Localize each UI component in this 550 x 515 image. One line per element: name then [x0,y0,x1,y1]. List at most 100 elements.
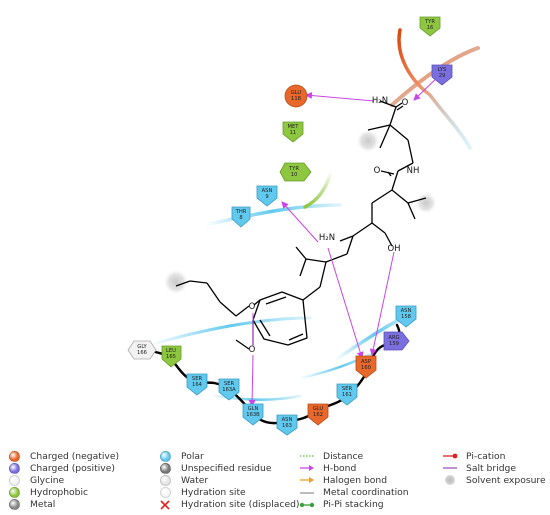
residue-thr8: THR 8 [231,206,251,228]
cross-icon [157,499,173,510]
ball-icon [157,462,173,474]
legend-item: Halogen bond [299,474,409,486]
residue-name: GLU [291,90,302,96]
legend-label: Hydration site [181,487,246,499]
ball-icon [6,474,22,486]
legend-label: Solvent exposure [466,474,546,486]
ball-icon [157,487,173,499]
legend-label: Pi-cation [466,450,506,462]
residue-name: TYR [288,166,299,172]
legend-item: Hydrophobic [6,487,119,499]
residue-name: ASN [401,308,412,314]
dumbbell-icon [299,499,315,510]
residue-number: 160 [361,365,371,371]
legend-item: Hydration site (displaced) [157,499,300,511]
pocket-surface [148,28,480,401]
dot-line-icon [442,451,458,462]
legend-item: Polar [157,450,300,462]
residue-lys29: LYS 29 [431,64,453,86]
legend-label: Distance [323,450,364,462]
atom-nh2: H₂N [319,233,335,243]
residue-glu162: GLU 162 [307,403,329,426]
legend-item: Pi-cation [442,450,546,462]
residue-number: 159 [389,341,399,347]
residue-name: SER [192,376,203,382]
residue-name: GLN [248,406,259,412]
residue-ser161: SER 161 [336,383,358,406]
residue-number: 158 [401,314,411,320]
atom-o-ether-2: O [249,345,256,355]
ball-icon [6,499,22,511]
legend-label: Polar [181,450,204,462]
legend-item: Metal [6,499,119,511]
dotted-line-icon [299,451,315,462]
residue-name: SER [224,381,235,387]
residue-asn163: ASN 163 [276,414,298,436]
ball-icon [6,450,22,462]
ball-icon [157,450,173,462]
legend-item: Solvent exposure [442,474,546,486]
atom-nh: NH [407,166,420,176]
atom-o-ether-1: O [249,302,256,312]
residue-number: 165 [166,354,176,360]
residue-number: 29 [439,73,446,79]
residue-number: 163 [282,423,292,429]
residue-number: 162 [313,412,323,418]
legend-label: Water [181,474,209,486]
ligand-structure [175,100,427,350]
legend-item: Charged (positive) [6,462,119,474]
residue-glu118: GLU 118 [284,84,308,108]
residue-number: 163B [246,412,260,418]
legend: Charged (negative)Charged (positive)Glyc… [0,446,550,515]
legend-label: Pi-Pi stacking [323,499,384,511]
residue-asp160: ASP 160 [355,355,377,379]
residue-number: 163A [222,387,236,393]
residue-name: SER [342,386,353,392]
residue-name: ASN [282,417,293,423]
legend-item: Salt bridge [442,462,546,474]
residue-gly166: GLY 166 [127,340,157,360]
legend-label: Glycine [30,474,65,486]
residue-name: ASN [262,188,273,194]
ball-icon [157,474,173,486]
residue-met11: MET 11 [282,121,304,143]
residue-ser164: SER 164 [186,373,208,396]
residue-ser163a: SER 163A [218,378,240,401]
legend-label: Salt bridge [466,462,517,474]
legend-item: Hydration site [157,487,300,499]
residue-number: 161 [342,392,352,398]
atom-o-amide: O [402,98,409,108]
residue-name: GLU [313,406,324,412]
residue-name: THR [235,209,247,215]
residue-number: 9 [265,194,268,200]
legend-column-1: Charged (negative)Charged (positive)Glyc… [6,450,119,511]
residue-tyr10: TYR 10 [279,162,312,182]
residue-asn158: ASN 158 [395,305,417,328]
atom-nh2-amide: H₂N [372,96,388,106]
residue-number: 164 [192,382,203,388]
residue-gln163b: GLN 163B [242,403,264,426]
legend-item: Distance [299,450,409,462]
residue-name: ARG [388,335,399,341]
legend-item: Metal coordination [299,487,409,499]
atom-o-carbonyl: O [374,166,381,176]
ball-icon [6,462,22,474]
residue-name: LYS [438,67,447,73]
legend-item: Pi-Pi stacking [299,499,409,511]
residue-asn9: ASN 9 [256,185,278,207]
residue-number: 8 [239,215,242,221]
residue-number: 166 [137,350,147,356]
legend-label: Metal coordination [323,487,409,499]
residue-number: 10 [291,172,298,178]
residue-name: TYR [424,19,435,25]
legend-label: Charged (negative) [30,450,120,462]
residue-name: MET [288,124,300,130]
ligand-interaction-diagram: H₂N O NH O H₂N OH O O TYR 16 LYS 29 GLU … [127,16,480,436]
arrow-icon [299,475,315,486]
exposure-icon [442,475,458,486]
legend-item: Water [157,474,300,486]
residue-name: ASP [361,359,371,365]
